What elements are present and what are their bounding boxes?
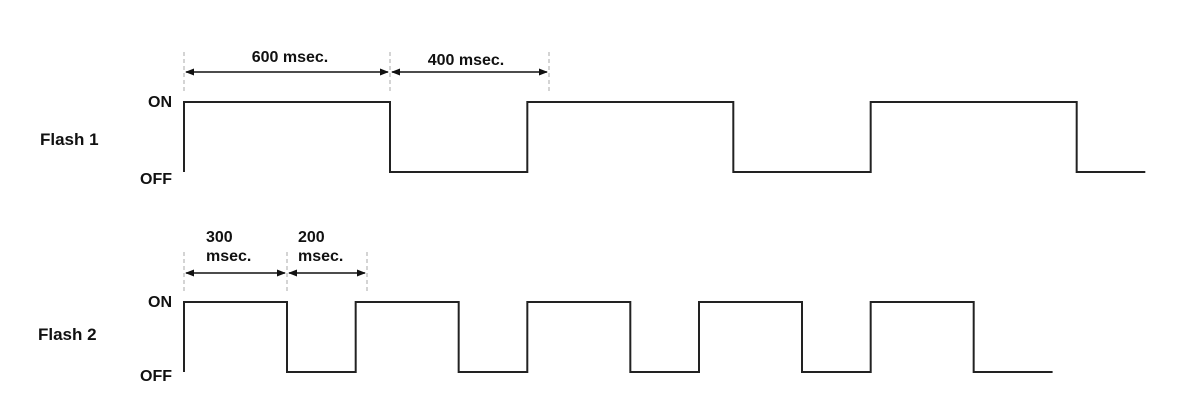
flash2-off-label: OFF: [140, 368, 172, 385]
flash1-on-label: ON: [148, 94, 172, 111]
flash1-row: Flash 1 ON OFF 600 msec. 400 msec.: [40, 49, 1146, 188]
flash1-off-label: OFF: [140, 171, 172, 188]
flash2-on-duration-unit: msec.: [206, 248, 251, 265]
flash1-off-duration-label: 400 msec.: [428, 52, 505, 69]
flash2-off-duration-unit: msec.: [298, 248, 343, 265]
flash2-name: Flash 2: [38, 325, 97, 344]
flash2-off-duration-value: 200: [298, 229, 325, 246]
flash2-row: Flash 2 ON OFF 300 msec. 200 msec.: [38, 229, 1053, 385]
flash2-waveform: [183, 301, 1053, 373]
flash2-on-duration-value: 300: [206, 229, 233, 246]
flash1-waveform: [183, 101, 1146, 173]
flash2-on-label: ON: [148, 294, 172, 311]
flash1-on-duration-label: 600 msec.: [252, 49, 329, 66]
flash1-name: Flash 1: [40, 130, 99, 149]
